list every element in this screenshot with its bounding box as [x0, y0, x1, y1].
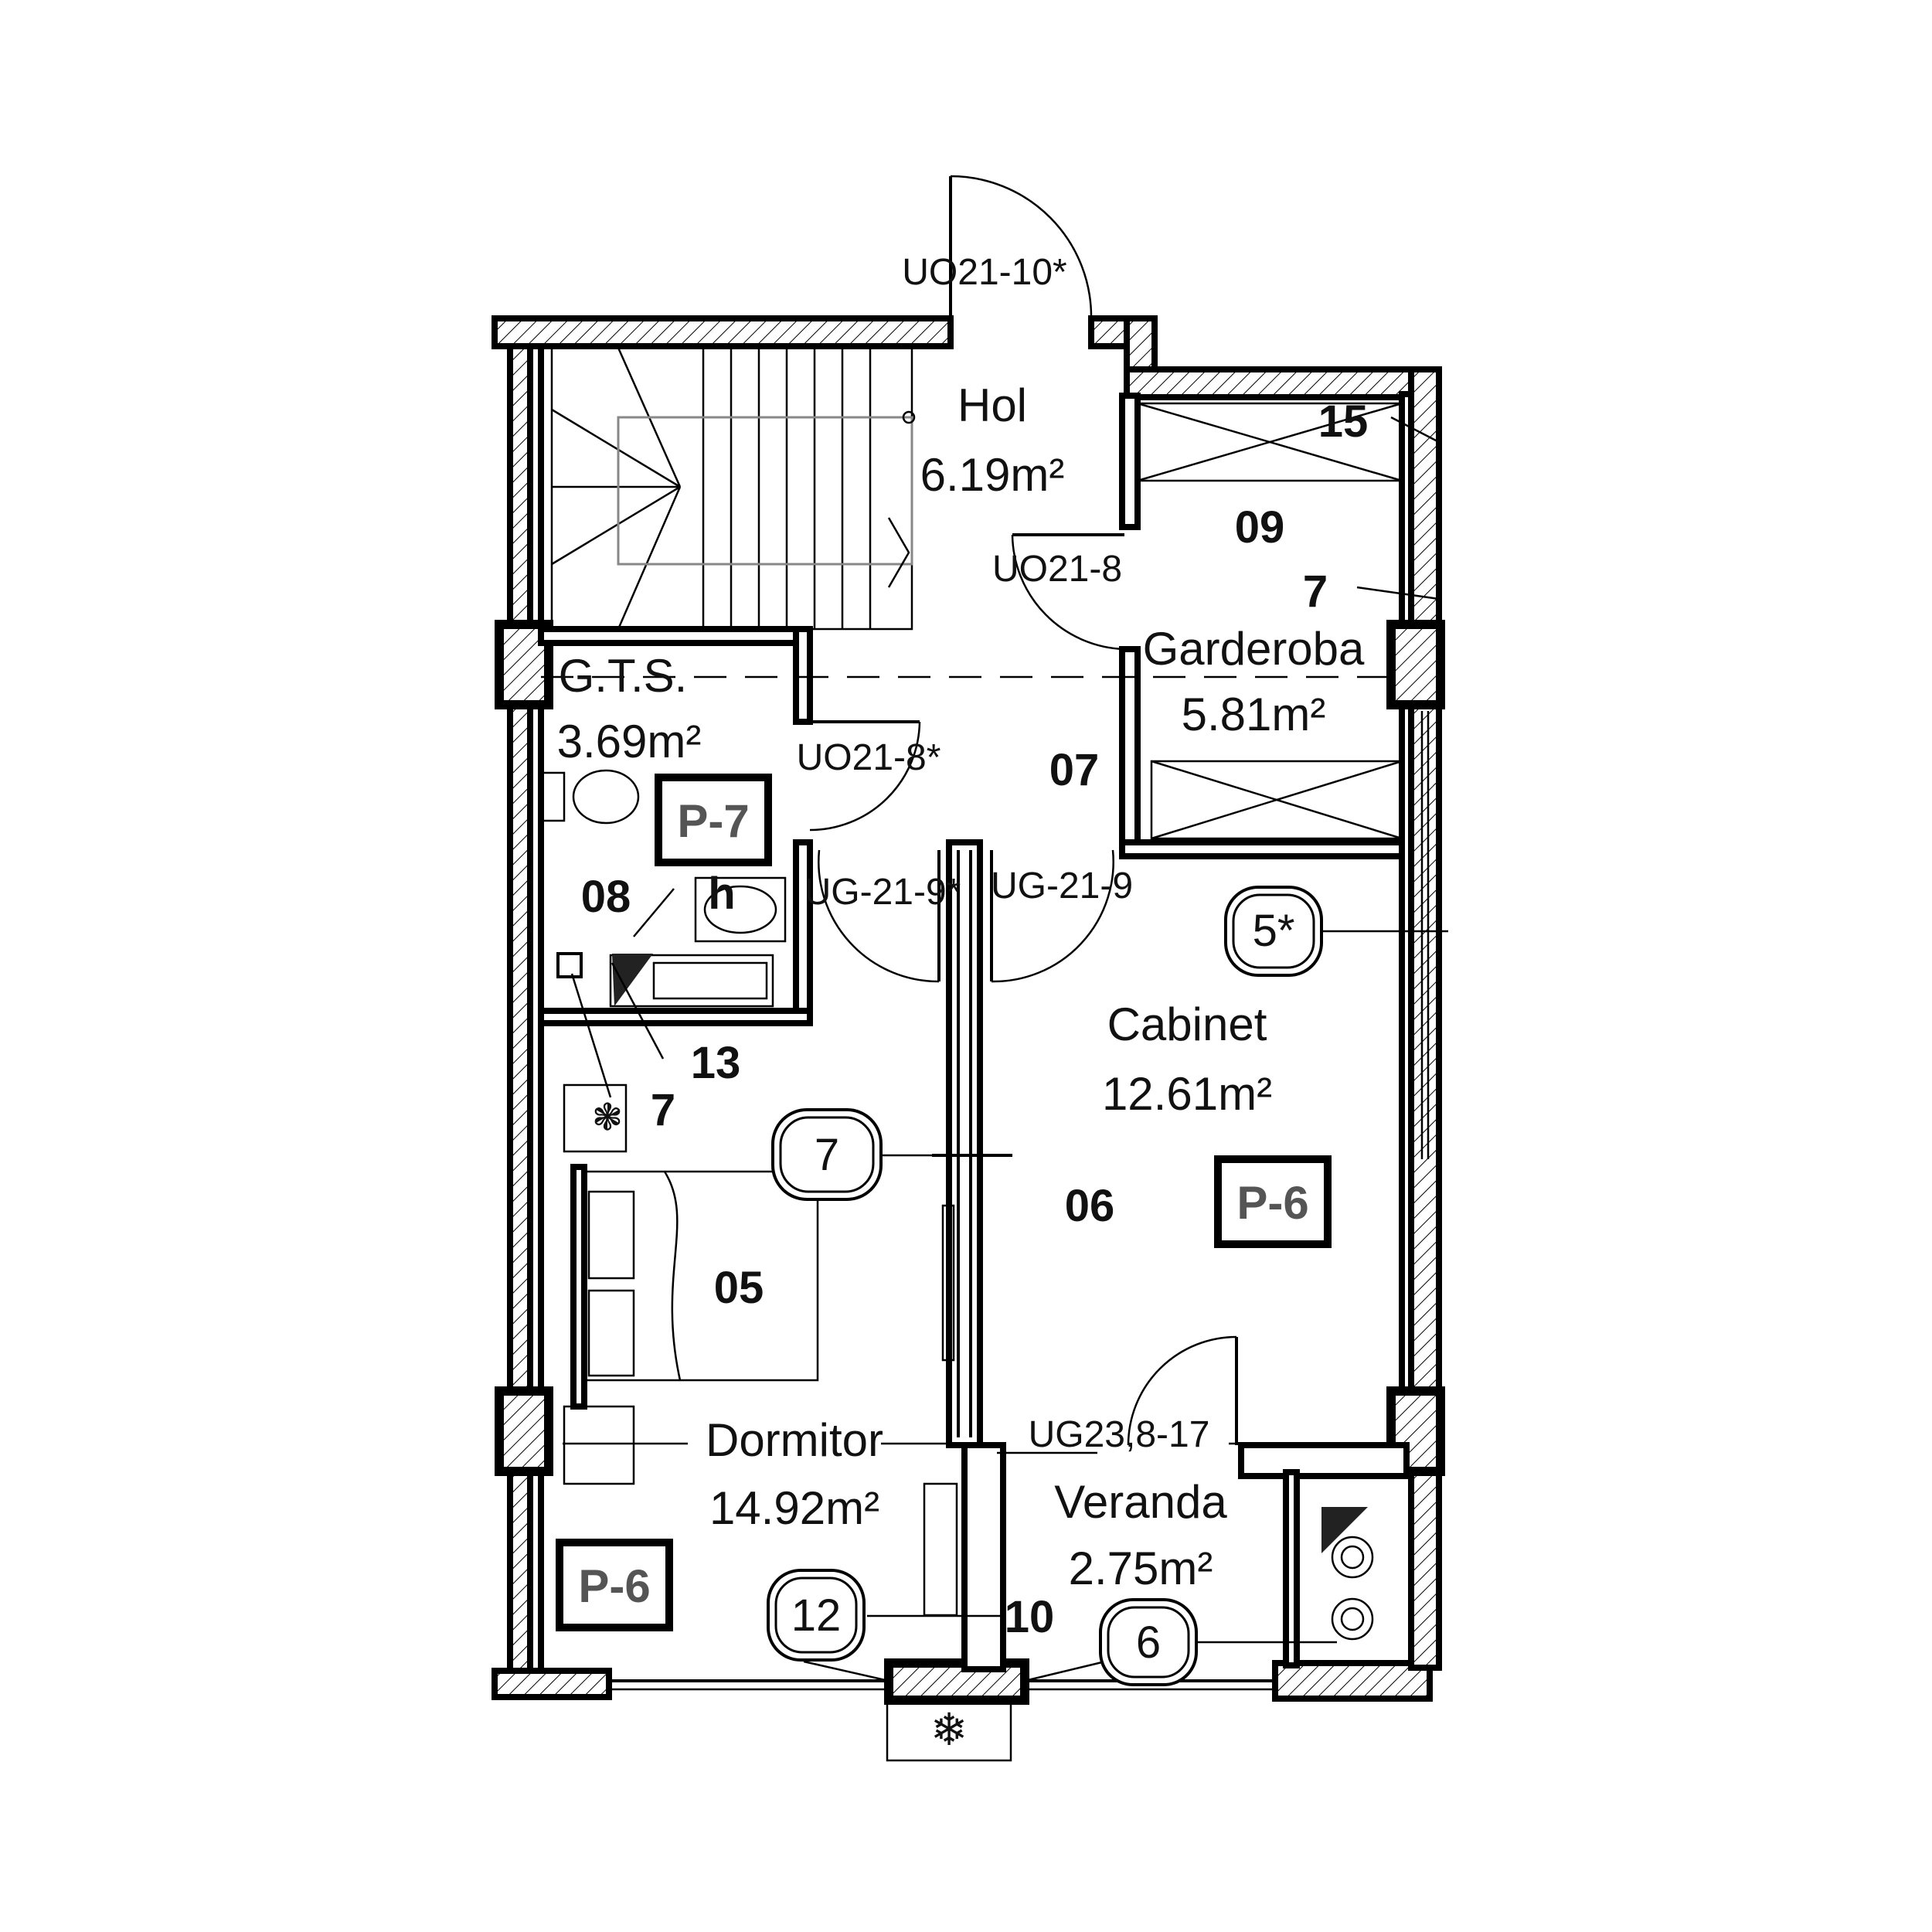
room-numbers: 05 06 07 08 09 — [581, 502, 1285, 1313]
finish-tag-cabinet: P-6 — [1236, 1177, 1308, 1229]
callout-10: 10 — [1005, 1592, 1055, 1642]
room-name-hol: Hol — [957, 379, 1027, 431]
door-code-entry: UO21-10* — [902, 252, 1066, 293]
room-area-gts: 3.69m² — [557, 716, 702, 767]
room-area-cabinet: 12.61m² — [1102, 1068, 1272, 1120]
callout-numbers: 15 7 13 7 10 h — [651, 396, 1368, 1642]
room-name-gts: G.T.S. — [559, 650, 688, 702]
door-code-cabinet: UG-21-9 — [991, 866, 1133, 906]
doors — [803, 175, 1238, 1682]
callout-13: 13 — [691, 1038, 741, 1088]
room-area-hol: 6.19m² — [920, 449, 1065, 501]
bubble-veranda: 6 — [1136, 1617, 1161, 1668]
bubble-dormitor: 7 — [815, 1130, 839, 1180]
room-area-garderoba: 5.81m² — [1182, 689, 1326, 740]
room-number-05: 05 — [714, 1263, 764, 1313]
callout-7-garderoba: 7 — [1303, 566, 1328, 617]
room-number-09: 09 — [1235, 502, 1285, 553]
callout-15: 15 — [1318, 396, 1369, 447]
fixtures: ❄ ❃ — [541, 402, 1403, 1762]
staircase — [550, 346, 916, 631]
radiator-icon: ❃ — [592, 1097, 623, 1138]
bubble-cabinet: 5* — [1253, 906, 1295, 956]
ac-unit-icon: ❄ — [930, 1705, 968, 1755]
bubble-dormitor-bottom: 12 — [791, 1590, 842, 1641]
room-number-07: 07 — [1049, 745, 1100, 795]
finish-tags: P-7 P-6 P-6 — [556, 774, 1332, 1631]
room-name-cabinet: Cabinet — [1107, 998, 1267, 1050]
room-area-veranda: 2.75m² — [1069, 1543, 1213, 1594]
door-code-veranda: UG23,8-17 — [1029, 1414, 1210, 1455]
structural-columns — [495, 620, 1445, 1705]
bubbles: 5* 7 12 6 — [767, 886, 1323, 1686]
room-number-06: 06 — [1065, 1181, 1115, 1231]
door-code-dormitor: UG-21-9* — [804, 872, 961, 913]
finish-tag-gts: P-7 — [677, 795, 749, 847]
callout-7-dormitor: 7 — [651, 1085, 675, 1135]
door-codes: UO21-10* UO21-8 UO21-8* UG-21-9* UG-21-9… — [797, 252, 1210, 1455]
finish-tag-dormitor: P-6 — [578, 1560, 650, 1612]
leaders — [541, 416, 1448, 1644]
room-area-dormitor: 14.92m² — [709, 1482, 879, 1534]
room-name-garderoba: Garderoba — [1143, 623, 1365, 675]
callout-h: h — [708, 869, 735, 919]
door-code-garderoba: UO21-8 — [992, 549, 1122, 590]
interior-walls — [538, 393, 1410, 1672]
room-name-veranda: Veranda — [1054, 1476, 1227, 1528]
room-name-dormitor: Dormitor — [706, 1414, 883, 1466]
room-labels: Hol 6.19m² Garderoba 5.81m² G.T.S. 3.69m… — [557, 379, 1365, 1594]
room-number-08: 08 — [581, 872, 631, 922]
door-code-gts: UO21-8* — [797, 737, 941, 778]
